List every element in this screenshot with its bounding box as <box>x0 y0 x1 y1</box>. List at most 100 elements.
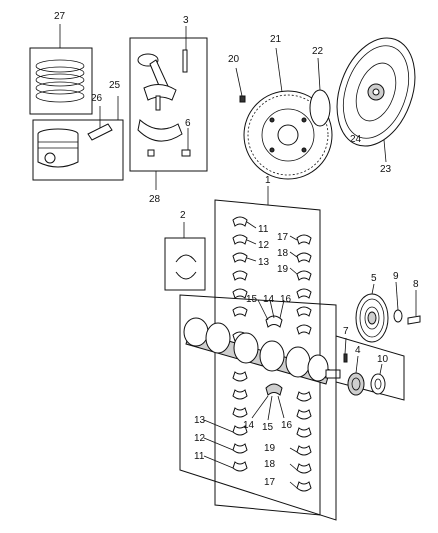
bearing-shell <box>232 389 248 400</box>
leader-7 <box>344 337 347 355</box>
connecting-rod-group <box>129 26 208 190</box>
callout-14: 14 <box>263 294 275 305</box>
thrust-washer-lower <box>175 271 197 280</box>
callout-11: 11 <box>258 224 269 235</box>
bearing-shell <box>232 234 248 245</box>
conrod-big-end <box>143 84 177 101</box>
lower-bearing-shells <box>232 371 312 492</box>
damper-group <box>355 281 421 343</box>
conrod-bolt-2 <box>155 95 161 111</box>
callout-23: 23 <box>380 164 392 175</box>
crankshaft <box>183 317 341 385</box>
crank-counterweight <box>285 346 311 378</box>
crank-counterweight <box>259 340 285 372</box>
bearing-shell <box>296 409 312 420</box>
callout-8: 8 <box>413 279 419 290</box>
callout-19: 19 <box>277 264 289 275</box>
callout-15: 15 <box>246 294 258 305</box>
thrust-washer-upper <box>175 254 197 263</box>
piston-pin <box>87 123 113 141</box>
piston-ring-2 <box>35 66 85 80</box>
bearing-shell <box>232 270 248 281</box>
callout-20: 20 <box>228 54 240 65</box>
adapter-plate <box>309 89 331 127</box>
piston-ring-4 <box>35 81 85 95</box>
bearing-shell <box>296 481 312 492</box>
leader-5 <box>371 283 375 295</box>
bearing-shell <box>296 234 312 245</box>
callout-labels: 27 26 25 3 6 28 21 20 22 24 23 1 2 11 12… <box>54 11 419 488</box>
bearing-shell <box>296 306 312 317</box>
crank-sprocket <box>347 372 365 396</box>
callout-28: 28 <box>149 194 161 205</box>
bearing-shell <box>232 425 248 436</box>
bearing-shell <box>232 407 248 418</box>
conrod-bolt-1 <box>182 49 188 73</box>
callout-16-lower: 16 <box>281 420 293 431</box>
conrod-nut <box>181 149 191 157</box>
leader-10 <box>379 363 383 375</box>
flexplate-bolt <box>239 95 246 103</box>
callout-11-lower: 11 <box>194 451 205 462</box>
leader-21 <box>275 47 283 93</box>
piston-body <box>37 134 79 168</box>
bearing-shell <box>232 443 248 454</box>
callout-9: 9 <box>393 271 399 282</box>
bearing-shell <box>232 216 248 227</box>
piston-rings-frame <box>29 47 93 115</box>
crank-counterweight <box>233 332 259 364</box>
callout-1: 1 <box>265 175 271 186</box>
oil-slinger <box>370 373 386 395</box>
thrust-washer-group <box>164 222 206 291</box>
conrod-frame <box>129 37 208 172</box>
bearing-shell <box>296 324 312 335</box>
thrust-bearing-shell-lower <box>265 383 283 396</box>
callout-17-lower: 17 <box>264 477 276 488</box>
piston-pin-boss <box>44 152 56 164</box>
callout-25: 25 <box>109 80 121 91</box>
callout-7: 7 <box>343 326 349 337</box>
callout-17: 17 <box>277 232 289 243</box>
torque-converter-group <box>336 37 416 163</box>
callout-6: 6 <box>185 118 191 129</box>
damper-bolt <box>407 315 421 325</box>
crank-counterweight <box>183 317 209 347</box>
leader-23 <box>383 139 387 163</box>
callout-16: 16 <box>280 294 292 305</box>
flexplate-group <box>235 47 351 180</box>
thrust-bearing-shell <box>265 315 283 328</box>
damper-washer <box>393 309 403 323</box>
leader-9 <box>395 281 399 311</box>
shell-leaders <box>203 221 298 489</box>
bearing-shell <box>232 288 248 299</box>
callout-18: 18 <box>277 248 289 259</box>
callout-13: 13 <box>258 257 270 268</box>
callout-4: 4 <box>355 345 361 356</box>
bearing-shell <box>296 463 312 474</box>
callout-3: 3 <box>183 15 189 26</box>
callout-21: 21 <box>270 34 282 45</box>
bearing-shell <box>232 306 248 317</box>
bearing-shell <box>232 371 248 382</box>
bearing-shell <box>296 391 312 402</box>
callout-2: 2 <box>180 210 186 221</box>
conrod-beam <box>149 59 169 89</box>
leader-20 <box>235 67 243 97</box>
callout-24: 24 <box>350 134 362 145</box>
piston-ring-3 <box>35 73 85 87</box>
piston-ring-5 <box>35 89 85 103</box>
callout-22: 22 <box>312 46 324 57</box>
crank-snout <box>325 369 341 379</box>
crank-counterweight <box>307 354 329 382</box>
bearing-shell <box>296 445 312 456</box>
leader-22 <box>317 57 321 91</box>
callout-18-lower: 18 <box>264 459 276 470</box>
conrod-cap <box>137 119 183 142</box>
callout-19-lower: 19 <box>264 443 276 454</box>
callout-10: 10 <box>377 354 389 365</box>
conrod-nut-2 <box>147 149 155 157</box>
callout-15-lower: 15 <box>262 422 274 433</box>
crank-key <box>343 353 348 363</box>
